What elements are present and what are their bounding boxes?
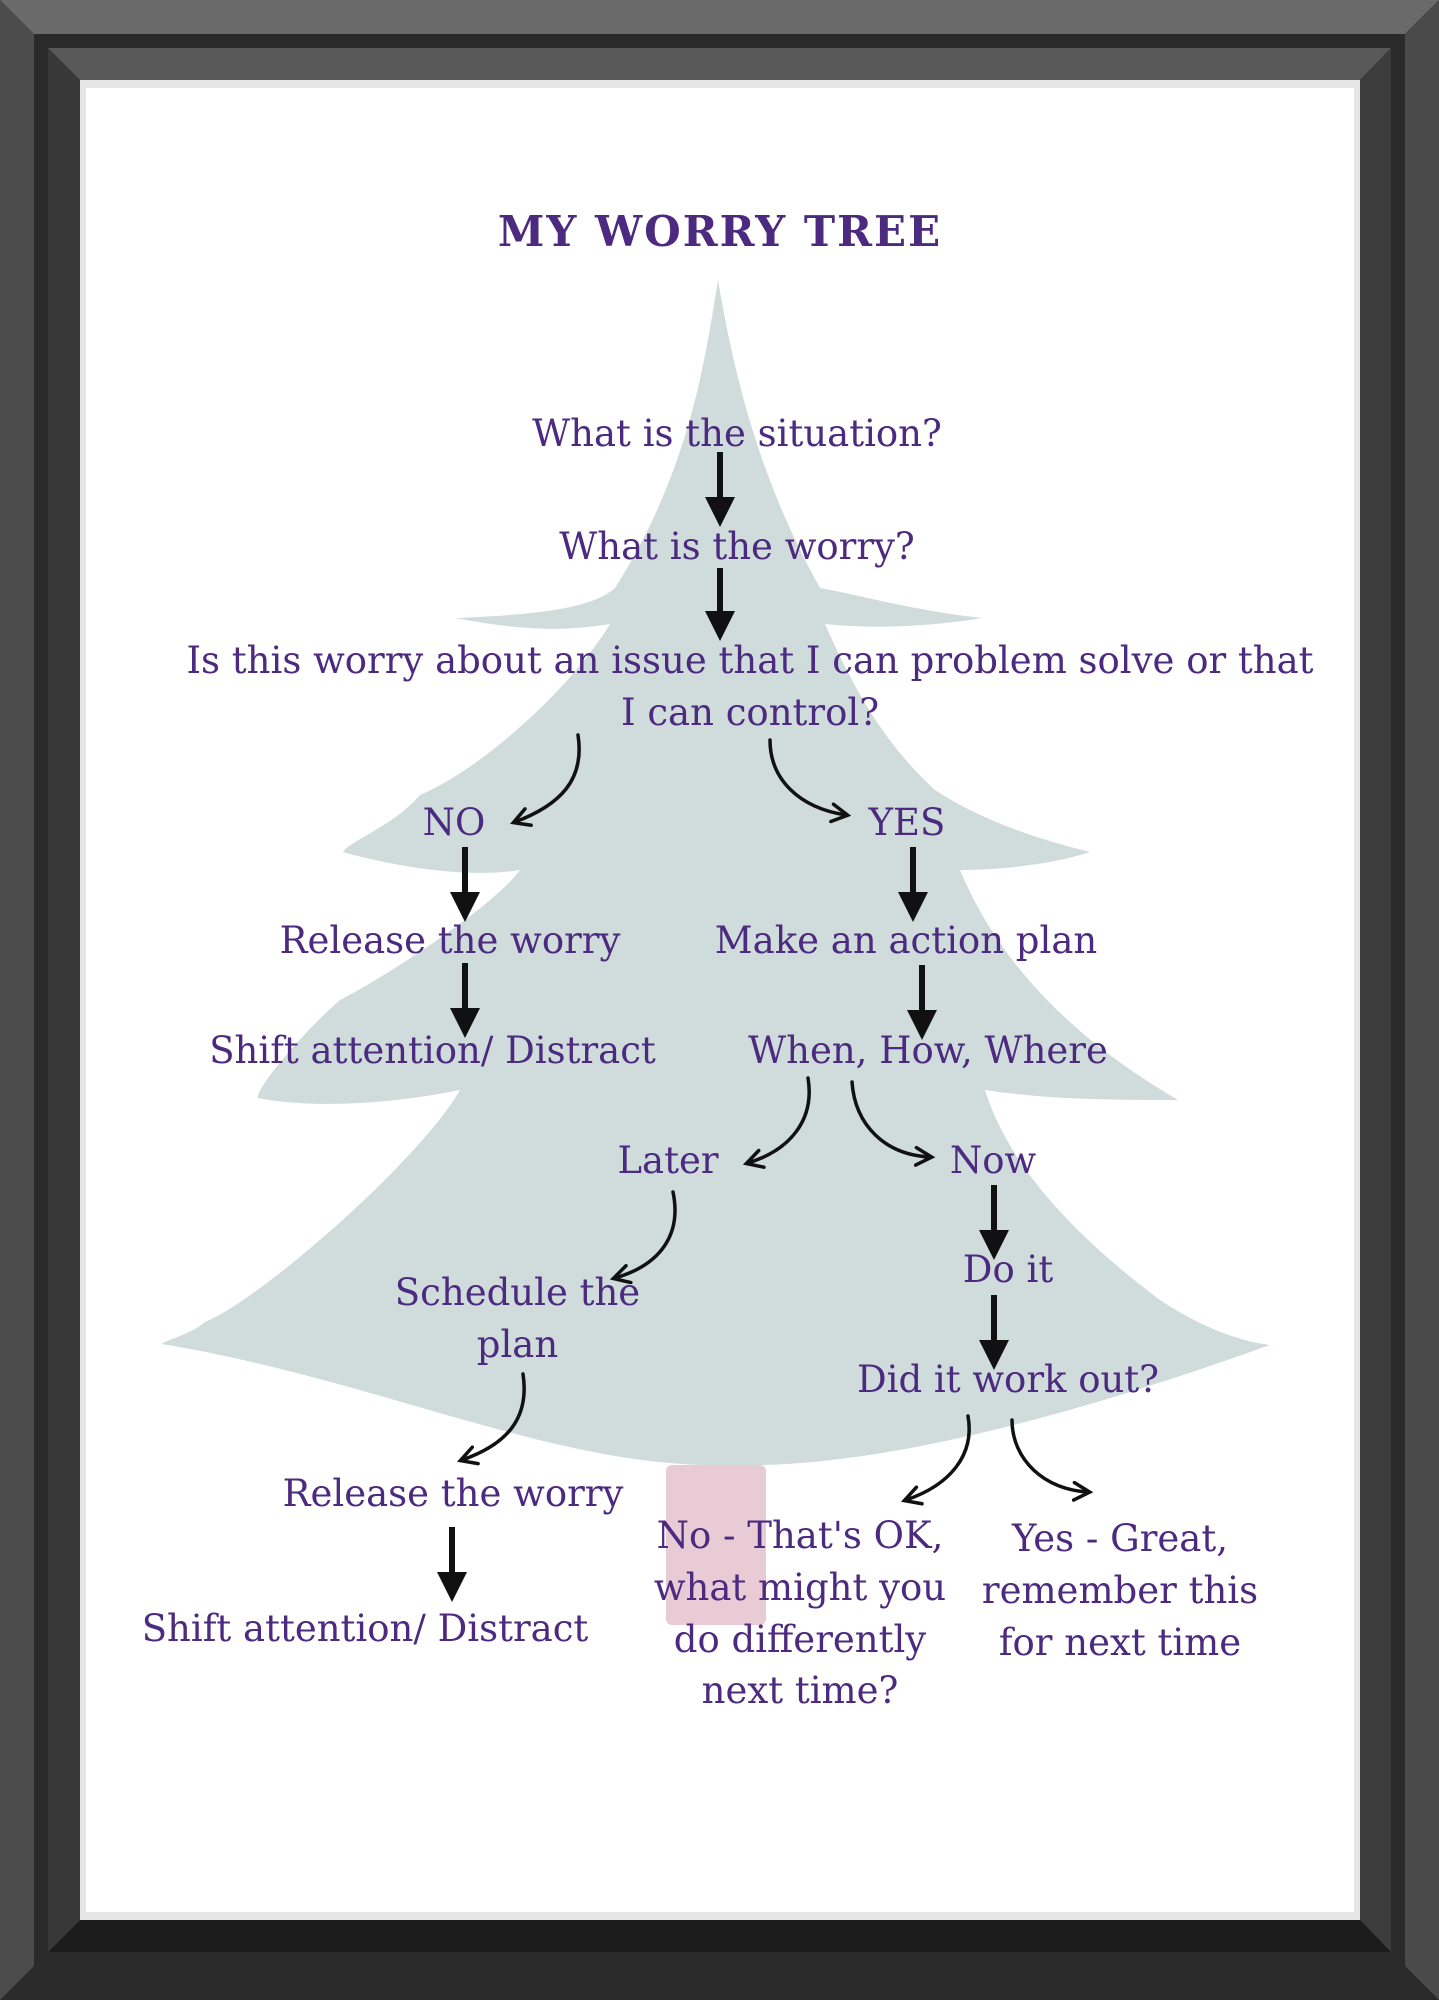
diagram-title: MY WORRY TREE — [497, 207, 943, 256]
arrow-schedule-to-release2 — [462, 1372, 526, 1460]
node-schedule-plan: Schedule the plan — [394, 1271, 641, 1366]
node-yes-result: Yes - Great, remember this for next time — [981, 1517, 1259, 1664]
tree-trunk — [666, 1465, 766, 1625]
tree-illustration — [162, 280, 1270, 1625]
arrow-question-to-no — [515, 733, 581, 822]
node-shift-attention-1: Shift attention/ Distract — [209, 1029, 656, 1072]
node-situation: What is the situation? — [532, 412, 942, 455]
node-action-plan: Make an action plan — [714, 919, 1098, 962]
arrow-later-to-schedule — [615, 1190, 677, 1278]
node-do-it: Do it — [962, 1248, 1054, 1291]
node-worry: What is the worry? — [559, 525, 915, 568]
arrow-when-to-now — [850, 1080, 930, 1157]
arrow-didit-to-yes — [1010, 1418, 1088, 1492]
node-release-worry-1: Release the worry — [279, 919, 621, 962]
branch-arrows — [462, 733, 1088, 1500]
node-now: Now — [949, 1139, 1037, 1182]
tree-foliage — [162, 280, 1270, 1466]
node-release-worry-2: Release the worry — [282, 1472, 624, 1515]
node-no: NO — [422, 801, 486, 844]
node-question: Is this worry about an issue that I can … — [186, 639, 1314, 734]
arrow-question-to-yes — [768, 738, 846, 815]
arrow-when-to-later — [748, 1076, 811, 1163]
node-no-result: No - That's OK, what might you do differ… — [653, 1514, 947, 1713]
node-yes: YES — [868, 801, 946, 844]
arrow-didit-to-no — [906, 1414, 971, 1500]
connector-arrows — [437, 452, 1009, 1602]
node-shift-attention-2: Shift attention/ Distract — [141, 1607, 589, 1650]
node-later: Later — [617, 1139, 719, 1182]
node-did-it-work: Did it work out? — [856, 1358, 1160, 1401]
node-when-how-where: When, How, Where — [748, 1029, 1108, 1072]
